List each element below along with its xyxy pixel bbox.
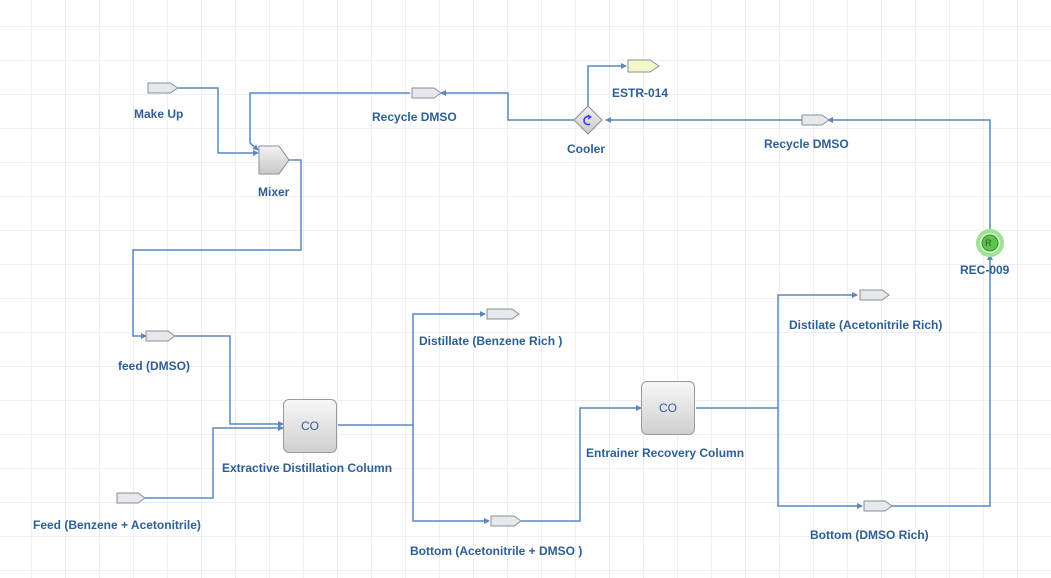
recycle-icon-letter: R: [985, 238, 992, 248]
connector-cooler-estr: [587, 63, 627, 106]
stream-arrow-icon: [801, 114, 830, 126]
label-bottom-dmso: Bottom (DMSO Rich): [810, 528, 929, 542]
mixer-icon: [258, 145, 290, 175]
cooler-icon: [573, 105, 603, 135]
label-feed-benzene: Feed (Benzene + Acetonitrile): [33, 518, 201, 532]
label-feed-dmso: feed (DMSO): [118, 359, 190, 373]
stream-arrow-icon: [486, 308, 520, 320]
connector-recovery-bottomdmso: [777, 408, 863, 509]
connector-recycle-mixer: [249, 92, 410, 151]
connector-makeup-mixer: [178, 87, 259, 156]
label-distillate-benzene: Distillate (Benzene Rich ): [419, 334, 563, 348]
label-cooler: Cooler: [567, 142, 606, 156]
label-extractive-column: Extractive Distillation Column: [222, 461, 393, 475]
stream-arrow-icon: [859, 289, 890, 301]
connector-feed-column: [175, 335, 284, 427]
connector-rec-recycle: [827, 117, 991, 232]
product-stream-icon: [627, 59, 660, 73]
connector-column-distillate: [338, 311, 486, 426]
stream-arrow-icon: [863, 500, 893, 512]
extractive-column-icon[interactable]: CO: [283, 399, 337, 453]
stream-arrow-icon: [411, 87, 442, 99]
label-estr-014: ESTR-014: [612, 86, 669, 100]
stream-arrow-icon: [145, 330, 176, 342]
label-recovery-column: Entrainer Recovery Column: [586, 446, 745, 460]
stream-arrow-icon: [490, 515, 522, 527]
connector-benzene-column: [145, 425, 284, 499]
stream-arrow-icon: [116, 492, 146, 504]
label-recycle-dmso-right: Recycle DMSO: [764, 137, 849, 151]
connector-cooler-recycle: [440, 90, 574, 121]
label-distilate-acetonitrile: Distilate (Acetonitrile Rich): [789, 318, 943, 332]
label-mixer: Mixer: [258, 185, 290, 199]
connector-recovery-distilate: [696, 292, 858, 409]
stream-arrow-icon: [147, 82, 179, 94]
label-recycle-dmso-left: Recycle DMSO: [372, 110, 457, 124]
label-rec-009: REC-009: [960, 263, 1010, 277]
connector-mixer-feed: [132, 159, 302, 339]
connector-bottomdmso-rec: [892, 254, 993, 507]
connector-column-bottom: [412, 425, 490, 524]
connector-bottom-recovery: [521, 405, 642, 522]
label-make-up: Make Up: [134, 107, 184, 121]
label-bottom-acetonitrile: Bottom (Acetonitrile + DMSO ): [410, 544, 583, 558]
recovery-column-icon[interactable]: CO: [641, 381, 695, 435]
